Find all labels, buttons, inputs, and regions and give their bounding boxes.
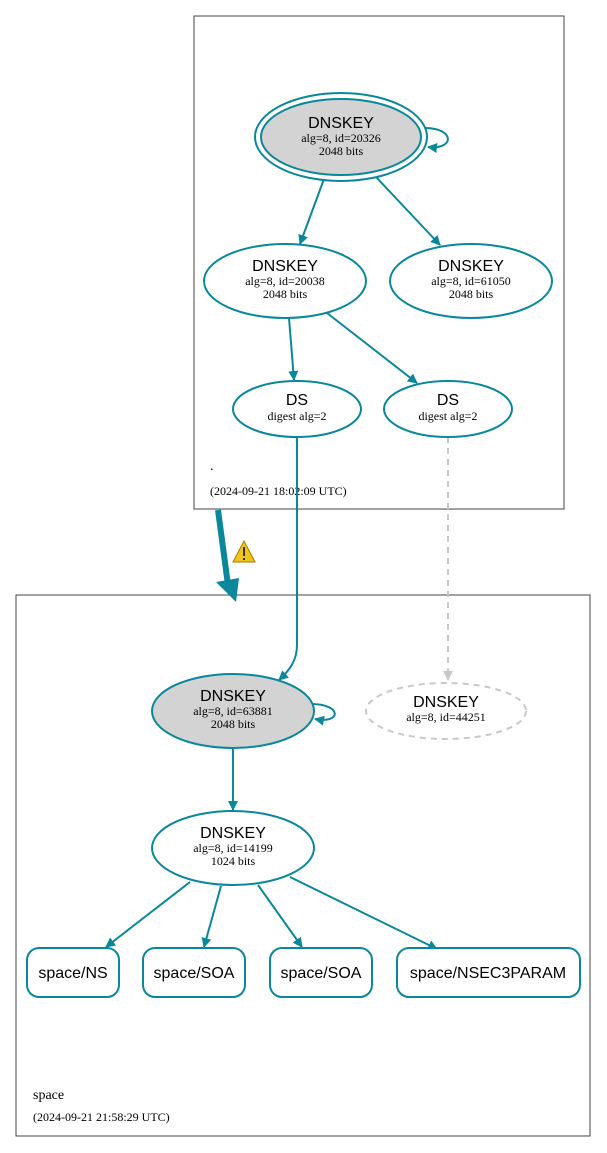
rrset-node-ns[interactable]: space/NS xyxy=(26,947,120,998)
space-ksk-line1: alg=8, id=63881 xyxy=(193,704,273,718)
root-zsk2-line2: 2048 bits xyxy=(449,287,494,301)
space-zsk-line1: alg=8, id=14199 xyxy=(193,841,273,855)
root-ksk-node[interactable]: DNSKEY alg=8, id=20326 2048 bits xyxy=(254,92,428,182)
missing-dnskey-title: DNSKEY xyxy=(413,694,479,711)
edge-zsk-rr2 xyxy=(201,885,222,948)
rrset-label: space/NSEC3PARAM xyxy=(410,965,566,982)
root-zsk1-title: DNSKEY xyxy=(252,258,318,275)
edge-zsk-rr1 xyxy=(105,881,191,948)
space-zone-label: space xyxy=(33,1088,64,1103)
root-ksk-title: DNSKEY xyxy=(308,115,374,132)
rrset-node-nsec3param[interactable]: space/NSEC3PARAM xyxy=(396,947,581,998)
root-zsk2-title: DNSKEY xyxy=(438,258,504,275)
root-ksk-line1: alg=8, id=20326 xyxy=(301,131,381,145)
root-edges xyxy=(288,127,449,384)
warning-triangle-icon[interactable] xyxy=(232,539,256,563)
edge-zsk1-ds1 xyxy=(288,317,299,381)
root-ds2-line1: digest alg=2 xyxy=(418,409,477,423)
root-zsk1-line1: alg=8, id=20038 xyxy=(245,274,325,288)
space-missing-dnskey-node[interactable]: DNSKEY alg=8, id=44251 xyxy=(365,682,527,740)
space-ksk-title: DNSKEY xyxy=(200,688,266,705)
space-edges xyxy=(105,703,438,950)
root-ds1-node[interactable]: DS digest alg=2 xyxy=(232,380,362,438)
root-ds2-title: DS xyxy=(437,392,459,409)
edge-zsk1-ds2 xyxy=(326,312,418,384)
root-ds1-title: DS xyxy=(286,392,308,409)
delegation-edge xyxy=(215,509,239,602)
cross-zone-edges xyxy=(278,437,453,681)
space-zsk-node[interactable]: DNSKEY alg=8, id=14199 1024 bits xyxy=(151,810,315,886)
rrset-label: space/SOA xyxy=(154,965,235,982)
space-ksk-node[interactable]: DNSKEY alg=8, id=63881 2048 bits xyxy=(151,673,315,749)
edge-zsk-rr3 xyxy=(257,884,303,948)
root-zone-timestamp: (2024-09-21 18:02:09 UTC) xyxy=(210,484,347,498)
rrset-node-soa[interactable]: space/SOA xyxy=(142,947,246,998)
space-zsk-line2: 1024 bits xyxy=(211,854,256,868)
root-zsk2-node[interactable]: DNSKEY alg=8, id=61050 2048 bits xyxy=(389,243,553,319)
space-zone-timestamp: (2024-09-21 21:58:29 UTC) xyxy=(33,1110,170,1124)
root-zsk1-node[interactable]: DNSKEY alg=8, id=20038 2048 bits xyxy=(203,243,367,319)
rrset-label: space/SOA xyxy=(281,965,362,982)
space-zsk-title: DNSKEY xyxy=(200,825,266,842)
space-zone-cluster: space (2024-09-21 21:58:29 UTC) xyxy=(15,594,591,1137)
root-zone-label: . xyxy=(210,459,214,474)
edge-ds1-space-ksk xyxy=(278,437,298,681)
rrset-node-soa-2[interactable]: space/SOA xyxy=(269,947,373,998)
missing-dnskey-line1: alg=8, id=44251 xyxy=(406,710,486,724)
edge-ksk-zsk2 xyxy=(375,176,441,246)
edge-ksk-zsk1 xyxy=(298,178,325,245)
space-ksk-line2: 2048 bits xyxy=(211,717,256,731)
edge-zsk-rr4 xyxy=(289,876,438,950)
root-ds2-node[interactable]: DS digest alg=2 xyxy=(383,380,513,438)
root-zsk1-line2: 2048 bits xyxy=(263,287,308,301)
root-zone-cluster: . (2024-09-21 18:02:09 UTC) xyxy=(193,15,565,510)
rrset-label: space/NS xyxy=(38,965,107,982)
root-ksk-line2: 2048 bits xyxy=(319,144,364,158)
root-zsk2-line1: alg=8, id=61050 xyxy=(431,274,511,288)
root-ds1-line1: digest alg=2 xyxy=(267,409,326,423)
edge-space-ksk-self xyxy=(310,703,336,726)
edge-ksk-self xyxy=(424,127,449,153)
